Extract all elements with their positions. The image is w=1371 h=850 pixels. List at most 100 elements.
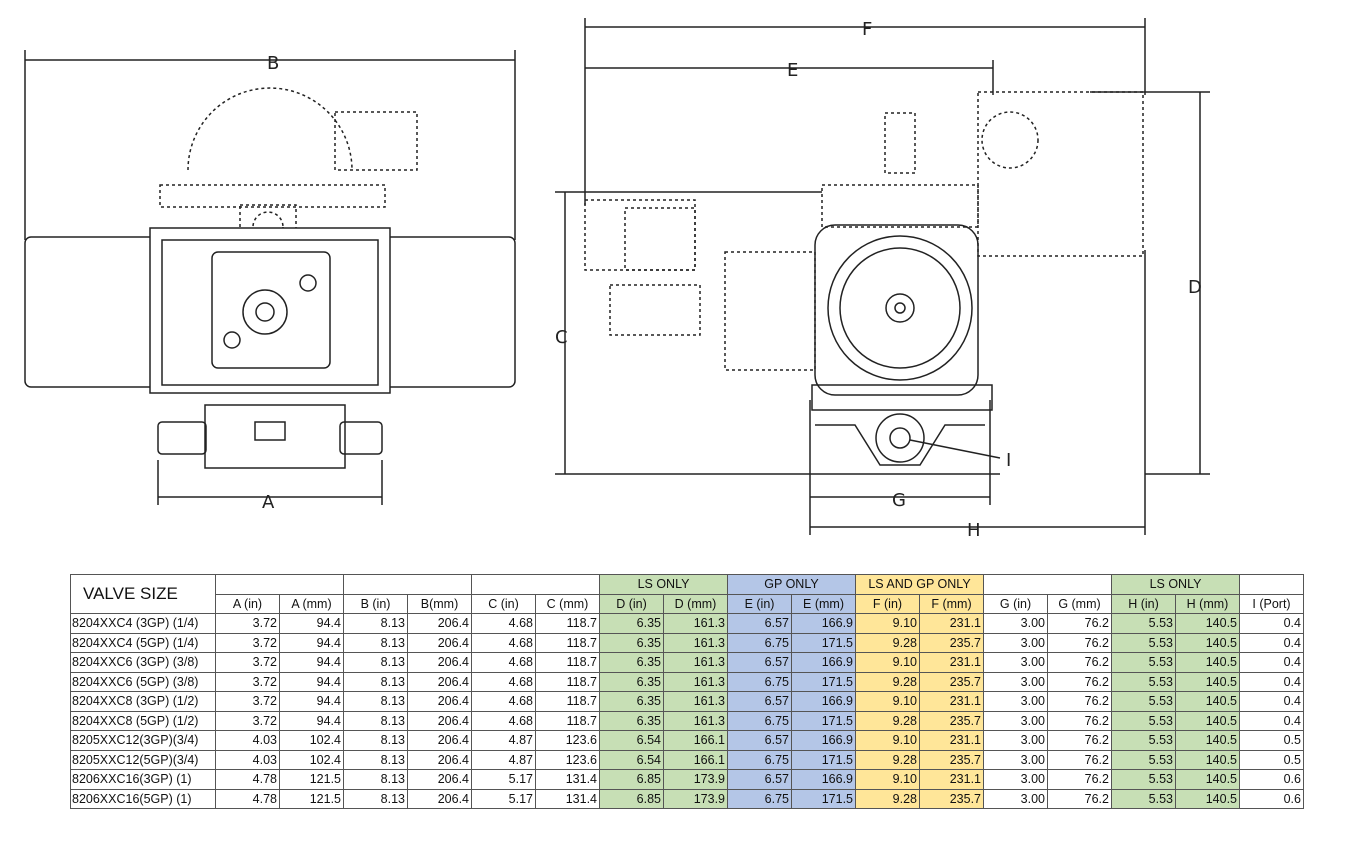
column-header: D (in) [599, 593, 664, 614]
value-cell: 9.28 [855, 710, 920, 731]
valve-drawing: B A F E C D G H I [24, 18, 1210, 541]
value-cell: 171.5 [791, 710, 856, 731]
value-cell: 6.35 [599, 652, 664, 673]
value-cell: 161.3 [663, 710, 728, 731]
value-cell: 3.72 [215, 632, 280, 653]
column-header: E (in) [727, 593, 792, 614]
column-header: E (mm) [791, 593, 856, 614]
value-cell: 206.4 [407, 749, 472, 770]
value-cell: 9.10 [855, 730, 920, 751]
value-cell: 0.6 [1239, 788, 1304, 809]
dim-label-e: E [787, 60, 798, 81]
value-cell: 206.4 [407, 652, 472, 673]
value-cell: 161.3 [663, 671, 728, 692]
column-header: B (in) [343, 593, 408, 614]
value-cell: 231.1 [919, 691, 984, 712]
value-cell: 166.9 [791, 730, 856, 751]
value-cell: 3.00 [983, 652, 1048, 673]
value-cell: 166.9 [791, 652, 856, 673]
value-cell: 173.9 [663, 769, 728, 790]
value-cell: 76.2 [1047, 730, 1112, 751]
value-cell: 235.7 [919, 632, 984, 653]
value-cell: 0.4 [1239, 632, 1304, 653]
value-cell: 6.35 [599, 613, 664, 634]
value-cell: 6.54 [599, 749, 664, 770]
column-header: G (mm) [1047, 593, 1112, 614]
value-cell: 206.4 [407, 691, 472, 712]
value-cell: 8.13 [343, 671, 408, 692]
value-cell: 140.5 [1175, 769, 1240, 790]
value-cell: 6.57 [727, 652, 792, 673]
value-cell: 235.7 [919, 749, 984, 770]
value-cell: 6.35 [599, 632, 664, 653]
value-cell: 6.75 [727, 710, 792, 731]
value-cell: 76.2 [1047, 691, 1112, 712]
value-cell: 76.2 [1047, 671, 1112, 692]
value-cell: 5.53 [1111, 730, 1176, 751]
value-cell: 171.5 [791, 749, 856, 770]
valve-size-cell: 8204XXC4 (3GP) (1/4) [70, 613, 216, 634]
value-cell: 121.5 [279, 769, 344, 790]
value-cell: 8.13 [343, 710, 408, 731]
value-cell: 206.4 [407, 613, 472, 634]
group-header [1239, 574, 1304, 595]
value-cell: 166.1 [663, 730, 728, 751]
value-cell: 140.5 [1175, 710, 1240, 731]
value-cell: 94.4 [279, 671, 344, 692]
dim-label-i: I [1006, 450, 1011, 471]
column-header: B(mm) [407, 593, 472, 614]
value-cell: 3.72 [215, 710, 280, 731]
dim-label-g: G [892, 490, 906, 511]
valve-size-header: VALVE SIZE [70, 574, 216, 614]
dim-label-h: H [967, 520, 981, 541]
group-header: GP ONLY [727, 574, 856, 595]
value-cell: 171.5 [791, 788, 856, 809]
value-cell: 8.13 [343, 749, 408, 770]
value-cell: 5.53 [1111, 691, 1176, 712]
value-cell: 6.75 [727, 671, 792, 692]
value-cell: 9.28 [855, 671, 920, 692]
value-cell: 6.35 [599, 710, 664, 731]
value-cell: 6.35 [599, 671, 664, 692]
value-cell: 5.17 [471, 769, 536, 790]
value-cell: 5.53 [1111, 613, 1176, 634]
value-cell: 231.1 [919, 613, 984, 634]
valve-size-cell: 8206XXC16(3GP) (1) [70, 769, 216, 790]
value-cell: 166.9 [791, 769, 856, 790]
value-cell: 206.4 [407, 788, 472, 809]
value-cell: 4.78 [215, 769, 280, 790]
value-cell: 140.5 [1175, 691, 1240, 712]
value-cell: 0.4 [1239, 691, 1304, 712]
value-cell: 76.2 [1047, 613, 1112, 634]
value-cell: 4.68 [471, 652, 536, 673]
value-cell: 123.6 [535, 730, 600, 751]
valve-size-cell: 8204XXC8 (3GP) (1/2) [70, 691, 216, 712]
value-cell: 4.03 [215, 749, 280, 770]
value-cell: 161.3 [663, 691, 728, 712]
value-cell: 4.68 [471, 710, 536, 731]
value-cell: 6.75 [727, 788, 792, 809]
value-cell: 76.2 [1047, 632, 1112, 653]
value-cell: 94.4 [279, 652, 344, 673]
value-cell: 6.85 [599, 788, 664, 809]
value-cell: 94.4 [279, 632, 344, 653]
value-cell: 76.2 [1047, 652, 1112, 673]
value-cell: 161.3 [663, 652, 728, 673]
front-view [24, 50, 516, 505]
value-cell: 9.10 [855, 691, 920, 712]
value-cell: 94.4 [279, 613, 344, 634]
column-header: H (in) [1111, 593, 1176, 614]
value-cell: 6.75 [727, 749, 792, 770]
value-cell: 123.6 [535, 749, 600, 770]
value-cell: 76.2 [1047, 788, 1112, 809]
value-cell: 206.4 [407, 671, 472, 692]
value-cell: 9.10 [855, 769, 920, 790]
value-cell: 8.13 [343, 652, 408, 673]
